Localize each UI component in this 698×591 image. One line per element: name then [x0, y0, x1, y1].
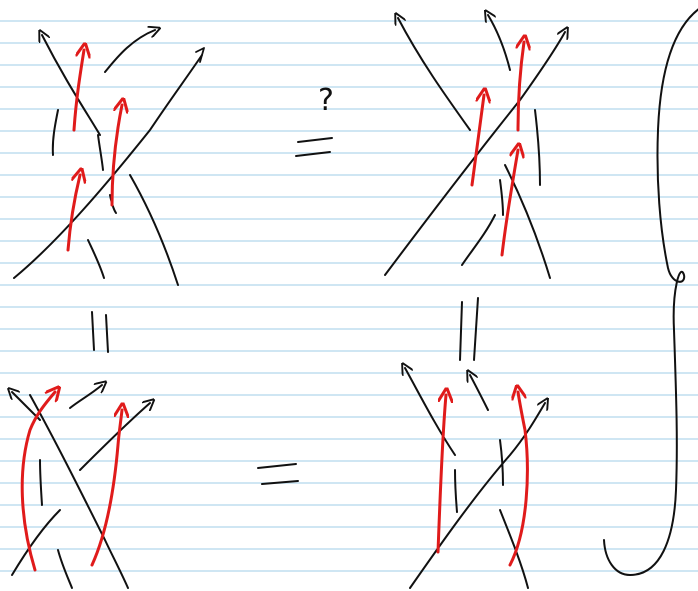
br-strand-mid-top: [470, 375, 488, 410]
right-vertical-equals: [460, 298, 478, 360]
top-equals-line-1: [298, 138, 332, 142]
bl-strand-bottom-left: [12, 510, 60, 575]
tl-strand-bottom-small: [88, 240, 104, 278]
tl-strand-left-small: [53, 110, 58, 155]
tl-strand-left-top: [42, 35, 100, 135]
right-veq-line-2: [474, 298, 478, 360]
tr-red-arrow-1: [472, 95, 484, 185]
left-vertical-equals: [92, 312, 108, 352]
tr-strand-bottom-mid: [462, 215, 495, 265]
br-strand-mid-vertical: [500, 440, 503, 485]
top-right-braid: [385, 15, 565, 278]
bl-strand-left-mid: [40, 460, 42, 505]
left-veq-line-1: [92, 312, 94, 350]
bottom-equals-line-2: [262, 481, 298, 484]
right-bracket: [604, 8, 698, 575]
tr-red-arrow-2: [518, 42, 524, 130]
tl-strand-diagonal: [14, 55, 202, 278]
tl-red-arrow-2: [112, 105, 122, 205]
top-equals-line-2: [296, 152, 330, 156]
top-left-braid: [14, 30, 204, 285]
tl-red-arrow-1: [74, 50, 84, 130]
tl-strand-diagonal-tip: [196, 48, 204, 62]
tr-strand-mid-top: [488, 15, 510, 70]
left-veq-line-2: [106, 315, 108, 352]
bottom-equals: [258, 464, 298, 484]
tl-strand-mid-small: [98, 135, 103, 170]
tl-strand-right-top: [105, 30, 155, 72]
tl-red-arrow-3: [68, 175, 80, 250]
br-red-arrow-2: [510, 392, 527, 565]
bl-strand-bottom-mid: [58, 550, 72, 588]
bottom-left-braid: [12, 385, 150, 588]
br-strand-left-mid: [455, 470, 457, 512]
br-strand-left-top: [405, 368, 455, 455]
right-veq-line-1: [460, 302, 462, 360]
top-equals-question: ?: [296, 83, 334, 156]
tr-strand-left-top: [398, 18, 470, 130]
question-mark: ?: [318, 83, 334, 118]
bottom-right-braid: [405, 368, 545, 588]
bottom-equals-line-1: [258, 464, 296, 468]
bl-strand-mid-top: [70, 385, 102, 408]
tr-strand-right-mid: [535, 110, 540, 185]
right-curly-bracket: [604, 8, 698, 575]
br-red-arrow-1: [438, 395, 446, 552]
bl-strand-right-top: [80, 403, 150, 470]
tl-strand-bottom-right: [130, 175, 178, 285]
tr-strand-small-inner: [500, 180, 503, 215]
